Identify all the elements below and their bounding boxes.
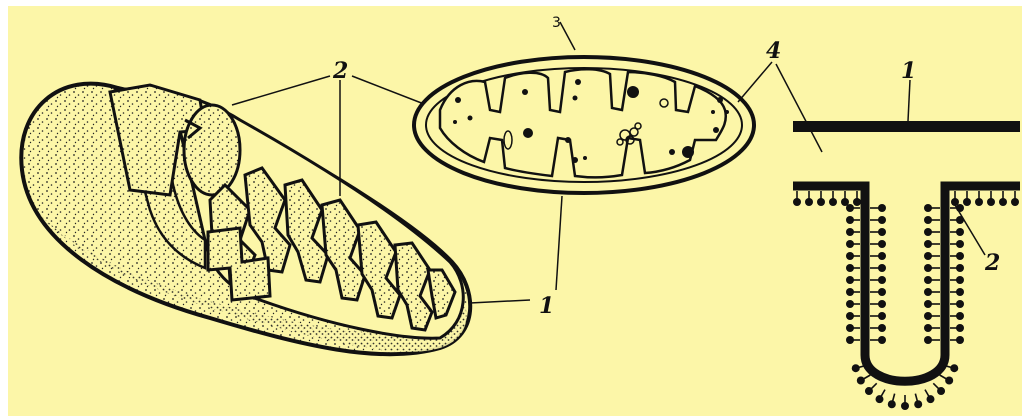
particle-head xyxy=(924,276,932,284)
particle-head xyxy=(846,216,854,224)
particle-head xyxy=(999,198,1007,206)
particle-head xyxy=(924,324,932,332)
outer-membrane-band xyxy=(793,121,1020,132)
particle-head xyxy=(793,198,801,206)
particle-head xyxy=(857,377,865,385)
particle-head xyxy=(805,198,813,206)
particle-head xyxy=(878,204,886,212)
particle-head xyxy=(888,400,896,408)
particle-head xyxy=(924,228,932,236)
particle-head xyxy=(846,336,854,344)
particle-head xyxy=(846,288,854,296)
particle-head xyxy=(956,252,964,260)
particle-head xyxy=(846,204,854,212)
particle-head xyxy=(924,288,932,296)
particle-head xyxy=(878,288,886,296)
label-inner-membrane-detail: 2 xyxy=(984,250,1000,276)
particle-head xyxy=(876,395,884,403)
particle-head xyxy=(924,336,932,344)
particle-head xyxy=(878,264,886,272)
particle-head xyxy=(846,240,854,248)
label-outer-membrane-cutaway: 1 xyxy=(539,293,554,319)
label-matrix: 3 xyxy=(552,15,561,31)
particle-head xyxy=(878,324,886,332)
particle-head xyxy=(927,395,935,403)
particle-head xyxy=(846,228,854,236)
particle-head xyxy=(956,312,964,320)
particle-head xyxy=(956,240,964,248)
particle-head xyxy=(878,240,886,248)
particle-head xyxy=(901,402,909,410)
particle-head xyxy=(956,288,964,296)
particle-head xyxy=(924,300,932,308)
particle-head xyxy=(846,276,854,284)
particle-head xyxy=(975,198,983,206)
particle-head xyxy=(945,377,953,385)
particle-head xyxy=(956,276,964,284)
particle-head xyxy=(924,252,932,260)
particle-head xyxy=(956,324,964,332)
particle-head xyxy=(924,216,932,224)
particle-head xyxy=(846,300,854,308)
particle-head xyxy=(987,198,995,206)
particle-head xyxy=(937,387,945,395)
particle-head xyxy=(924,204,932,212)
particle-head xyxy=(956,300,964,308)
particle-head xyxy=(852,364,860,372)
particle-head xyxy=(956,228,964,236)
crista-disk-front xyxy=(184,105,240,195)
particle-head xyxy=(878,252,886,260)
particle-head xyxy=(846,264,854,272)
particle-head xyxy=(956,264,964,272)
particle-head xyxy=(878,228,886,236)
particle-head xyxy=(817,198,825,206)
label-membranes: 4 xyxy=(766,38,781,64)
particle-head xyxy=(853,198,861,206)
particle-head xyxy=(878,276,886,284)
particle-head xyxy=(829,198,837,206)
particle-head xyxy=(950,364,958,372)
particle-head xyxy=(924,264,932,272)
particle-head xyxy=(1011,198,1019,206)
particle-head xyxy=(914,400,922,408)
particle-head xyxy=(846,252,854,260)
particle-head xyxy=(865,387,873,395)
particle-head xyxy=(878,300,886,308)
particle-head xyxy=(924,240,932,248)
particle-head xyxy=(956,336,964,344)
particle-head xyxy=(878,216,886,224)
particle-head xyxy=(924,312,932,320)
particle-head xyxy=(878,336,886,344)
label-outer-membrane-detail: 1 xyxy=(901,58,916,84)
particle-head xyxy=(846,324,854,332)
particle-head xyxy=(878,312,886,320)
particle-head xyxy=(846,312,854,320)
mitochondrion-cross-section-icon xyxy=(414,57,754,193)
label-cristae-cutaway: 2 xyxy=(332,58,348,84)
particle-head xyxy=(963,198,971,206)
